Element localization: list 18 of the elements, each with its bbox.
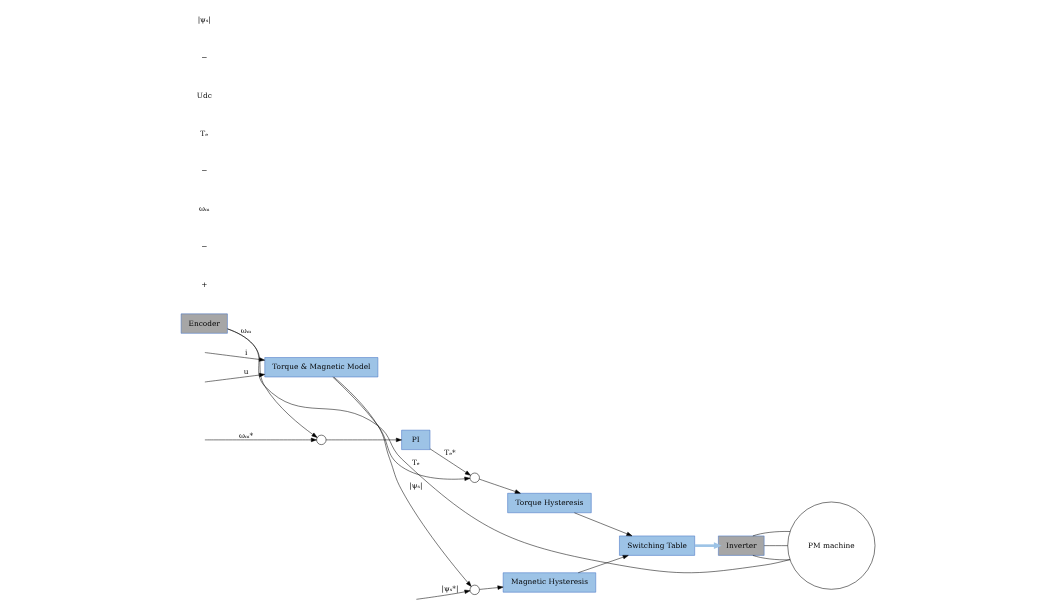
arrow bbox=[325, 437, 402, 442]
arrow bbox=[333, 376, 472, 587]
node-circle bbox=[469, 584, 480, 595]
node-circle bbox=[316, 434, 327, 445]
arrow bbox=[578, 555, 629, 573]
arrow bbox=[204, 352, 265, 362]
arrow bbox=[429, 448, 471, 476]
arrow bbox=[416, 589, 471, 600]
node-circle bbox=[469, 472, 480, 483]
arrow bbox=[204, 372, 265, 383]
arrow bbox=[479, 585, 504, 590]
arrow bbox=[204, 432, 318, 442]
arrow bbox=[694, 542, 722, 550]
arrow bbox=[574, 512, 633, 537]
connector bbox=[227, 328, 791, 573]
arrow bbox=[479, 478, 521, 494]
arrow bbox=[332, 376, 471, 481]
connector bbox=[752, 555, 791, 561]
